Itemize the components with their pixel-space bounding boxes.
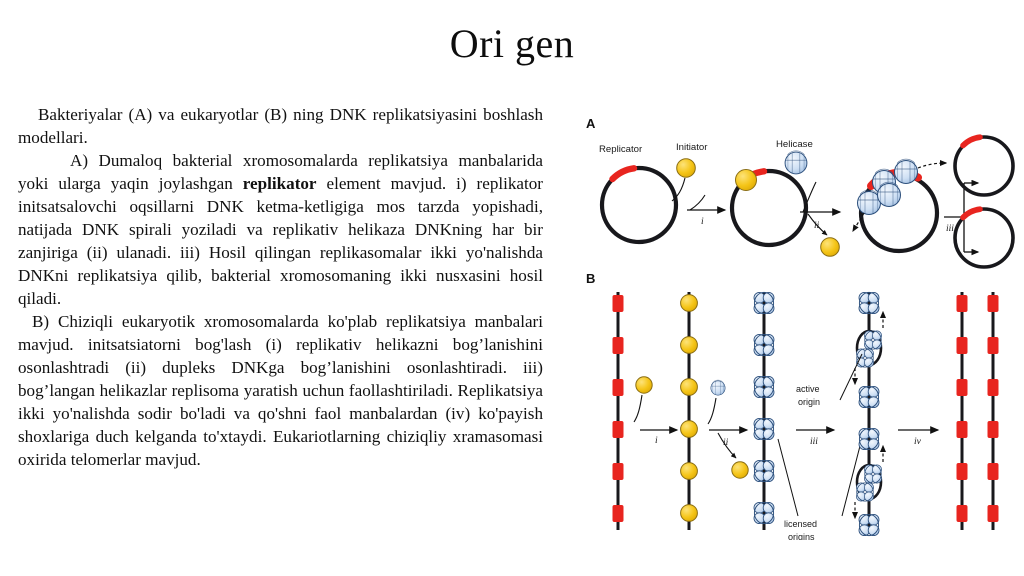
- chromosome-1: [599, 165, 679, 245]
- panel-b-step-iii: iii: [810, 437, 818, 447]
- initiator-particle-b-released: [731, 461, 749, 479]
- initiator-label: Initiator: [676, 142, 708, 153]
- helicase-label: Helicase: [776, 139, 813, 150]
- page-title: Ori gen: [449, 21, 575, 66]
- panel-b-step-i: i: [655, 436, 658, 446]
- chromosome-3: [852, 158, 948, 254]
- initiator-particle-released: [820, 237, 840, 257]
- panel-a-step-iii: iii: [946, 224, 954, 234]
- dna-strand-3: [753, 291, 775, 530]
- licensed-origins-label-line2: origins: [788, 532, 815, 540]
- daughter-chromosome-2: [953, 206, 1015, 269]
- paragraph-a-part2: element mavjud. i) replikator initsatsal…: [18, 173, 543, 308]
- dna-strand-4: [852, 291, 886, 537]
- panel-b-step-ii: ii: [723, 438, 729, 448]
- panel-b: B i: [586, 271, 999, 540]
- replication-origin-figure: A Replicator Initiator Helicase i: [572, 100, 1016, 540]
- paragraph-intro: Bakteriyalar (A) va eukaryotlar (B) ning…: [18, 105, 543, 147]
- paragraph-a-part1: A) Dumaloq bakterial xromosomalarda repl…: [18, 150, 543, 193]
- panel-a-step-ii: ii: [814, 221, 820, 231]
- replikator-term: replikator: [242, 173, 317, 193]
- dna-daughter-strand-1: [956, 292, 968, 530]
- active-origin-label-line1: active: [796, 384, 820, 394]
- initiator-particle-free: [676, 158, 696, 178]
- daughter-chromosome-1: [953, 134, 1015, 197]
- chromosome-2: [729, 168, 809, 248]
- panel-b-step-iv: iv: [914, 437, 922, 447]
- panel-a-letter: A: [586, 116, 596, 131]
- panel-a: A Replicator Initiator Helicase i: [586, 116, 1015, 269]
- licensed-origins-label-line1: licensed: [784, 519, 817, 529]
- helicase-particle-free: [784, 150, 808, 175]
- paragraph-b: B) Chiziqli eukaryotik xromosomalarda ko…: [18, 311, 543, 469]
- paragraph-a: A) Dumaloq bakterial xromosomalarda repl…: [18, 150, 543, 311]
- panel-a-step-i: i: [701, 217, 704, 227]
- dna-strand-1: [612, 292, 624, 530]
- initiator-particle-b: [635, 376, 653, 394]
- panel-b-letter: B: [586, 271, 595, 286]
- dna-strand-2: [680, 292, 698, 530]
- helicase-particle-b-free: [710, 379, 726, 396]
- replicator-label: Replicator: [599, 144, 643, 155]
- body-text-column: Bakteriyalar (A) va eukaryotlar (B) ning…: [18, 104, 543, 472]
- active-origin-label-line2: origin: [798, 397, 820, 407]
- dna-daughter-strand-2: [987, 292, 999, 530]
